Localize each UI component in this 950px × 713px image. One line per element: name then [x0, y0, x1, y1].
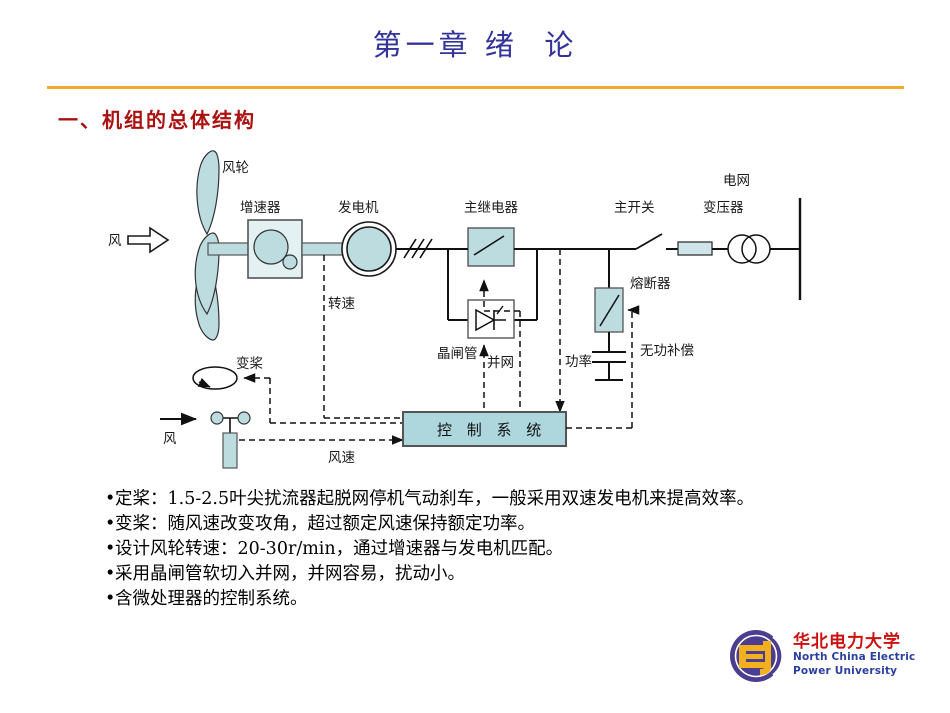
bullet-text: 变桨：随风速改变攻角，超过额定风速保持额定功率。 [115, 514, 535, 534]
label-wind-sensor-inlet: 风 [163, 431, 177, 447]
label-main-relay: 主继电器 [464, 200, 518, 216]
list-item: •设计风轮转速：20-30r/min，通过增速器与发电机匹配。 [105, 537, 925, 562]
relay-control-signal [479, 279, 520, 312]
main-switch-icon [610, 233, 678, 250]
reactive-compensation-signal [627, 305, 640, 428]
bullet-dot-icon: • [105, 489, 116, 509]
list-item: •含微处理器的控制系统。 [105, 587, 925, 612]
label-thyristor: 晶闸管 [437, 346, 478, 362]
bullet-dot-icon: • [105, 589, 116, 609]
bullet-text: 定桨：1.5-2.5叶尖扰流器起脱网停机气动刹车，一般采用双速发电机来提高效率。 [115, 489, 755, 509]
fuse-icon [677, 241, 730, 256]
label-grid-connection: 并网 [487, 355, 514, 371]
label-wind-speed: 风速 [328, 450, 355, 466]
label-control-system: 控 制 系 统 [437, 421, 546, 439]
anemometer-icon [210, 411, 251, 469]
label-pitch: 变桨 [236, 355, 263, 372]
label-transformer: 变压器 [703, 200, 744, 216]
university-emblem-icon [727, 627, 787, 685]
rotation-speed-signal [323, 255, 403, 419]
label-generator: 发电机 [338, 200, 379, 216]
bullet-dot-icon: • [105, 564, 116, 584]
label-power: 功率 [565, 353, 592, 370]
logo-name-en-line1: North China Electric [793, 651, 916, 663]
bullet-dot-icon: • [105, 539, 116, 559]
pitch-rotation-icon [192, 366, 238, 390]
university-logo: 华北电力大学 North China Electric Power Univer… [727, 627, 942, 689]
logo-name-cn: 华北电力大学 [793, 632, 901, 652]
label-wind-inlet: 风 [108, 233, 122, 249]
thyristor-icon [467, 299, 515, 339]
rotor-shaft [207, 242, 251, 256]
label-main-switch: 主开关 [614, 200, 655, 216]
label-fuse: 熔断器 [630, 276, 671, 292]
rotor-blade-upper-icon [196, 150, 220, 236]
generator-shaft [301, 242, 345, 256]
wind-turbine-system-diagram: 风 风轮 增速器 发电机 主继电器 [0, 140, 950, 485]
bullet-list: •定桨：1.5-2.5叶尖扰流器起脱网停机气动刹车，一般采用双速发电机来提高效率… [105, 487, 925, 612]
wind-inlet-arrow-icon [127, 226, 170, 254]
control-system-box [402, 411, 567, 447]
label-reactive-compensation: 无功补偿 [640, 343, 694, 359]
generator-icon [341, 221, 397, 277]
bullet-text: 含微处理器的控制系统。 [115, 589, 308, 609]
list-item: •变桨：随风速改变攻角，超过额定风速保持额定功率。 [105, 512, 925, 537]
pitch-control-signal [243, 373, 403, 424]
gearbox-icon [247, 219, 303, 279]
transformer-icon [727, 234, 800, 264]
page-title: 第一章 绪 论 [372, 28, 578, 62]
reactive-compensation-branch [592, 249, 626, 381]
list-item: •采用晶闸管软切入并网，并网容易，扰动小。 [105, 562, 925, 587]
main-relay-icon [467, 227, 515, 267]
bullet-text: 采用晶闸管软切入并网，并网容易，扰动小。 [115, 564, 465, 584]
bullet-text: 设计风轮转速：20-30r/min，通过增速器与发电机匹配。 [115, 539, 564, 559]
label-rotor: 风轮 [222, 160, 249, 176]
label-gearbox: 增速器 [240, 200, 281, 216]
label-grid: 电网 [723, 173, 750, 189]
title-divider-rule [47, 86, 904, 89]
bullet-dot-icon: • [105, 514, 116, 534]
section-heading: 一、机组的总体结构 [58, 108, 256, 132]
logo-name-en-line2: Power University [793, 665, 898, 677]
list-item: •定桨：1.5-2.5叶尖扰流器起脱网停机气动刹车，一般采用双速发电机来提高效率… [105, 487, 925, 512]
relay-bus-lines [447, 248, 610, 321]
label-rotation-speed: 转速 [328, 296, 355, 312]
